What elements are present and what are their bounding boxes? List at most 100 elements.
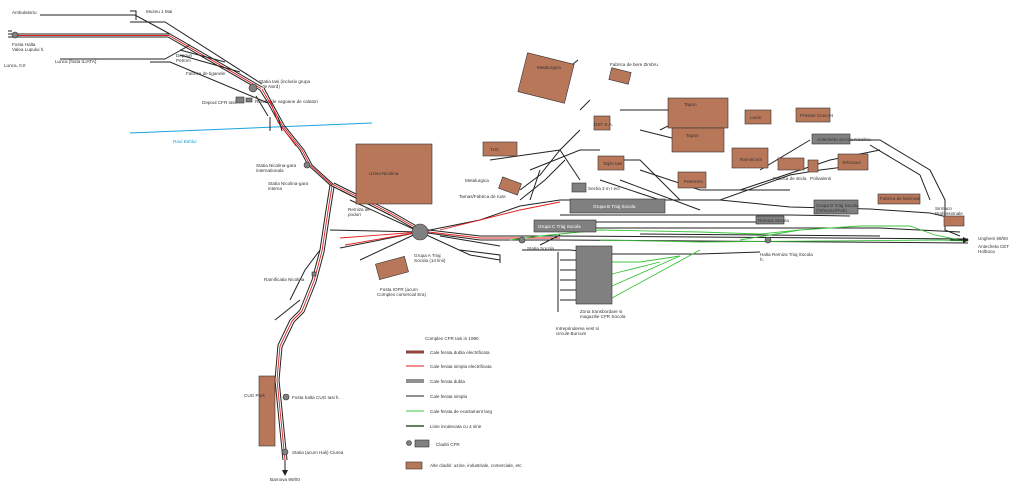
dst-building [593, 115, 611, 131]
label-barnova: Barnova 99/00 [270, 477, 300, 482]
label-ramificatia: Ramificatia Nicolina [264, 277, 305, 282]
label-grupa-d: Grupa D Triaj Socola(Tehnoact/Fab) [816, 203, 859, 213]
label-depou-cfr: Depoul CFR Iasi [202, 100, 236, 105]
fosta-cfr-building [375, 256, 409, 280]
tapis-iasi-building [597, 155, 625, 171]
cfr-transbordare [575, 245, 613, 305]
label-remiza-socola: Remiza Socola [758, 218, 789, 223]
industrial-buildings [258, 52, 965, 447]
presset-building [795, 107, 831, 123]
label-metalurgica: Metalurgica [465, 178, 489, 183]
petrorom-building [677, 171, 707, 189]
tuc-building [482, 141, 518, 157]
legend-item-single-electrified: Cale ferata simpla electrificata [406, 364, 492, 369]
legend-label: Cale ferata simpla [430, 394, 467, 399]
cfr-statia-socola [518, 236, 526, 244]
label-presset: Presset Concret [800, 113, 834, 118]
cfr-station-halta-valea [11, 31, 19, 39]
cfr-antecheta [811, 133, 851, 145]
legend-item-double-electrified: Cale ferata dubla electrificata [406, 350, 490, 355]
cfr-ramificatia [311, 271, 317, 277]
tapon-building-2 [671, 127, 725, 153]
ramnicool-building [731, 147, 769, 169]
uzina-nicolina-building [355, 143, 433, 205]
label-sectia: Sectia 3 m I ect [588, 186, 620, 191]
cfr-halta-remiza [764, 236, 772, 244]
cfr-buildings [11, 31, 859, 456]
cfr-grupa-b [569, 198, 666, 214]
sirmaco-building [943, 215, 965, 227]
legend-label: Cale ferata de ecartament larg [430, 409, 492, 414]
legend-item-single: Cale ferata simpla [406, 394, 467, 399]
fabrica-sticla-building [777, 157, 805, 171]
label-grupa-c: Grupa C Triaj Socola [538, 224, 581, 229]
label-raul-bahlui: Raul Bahlui [173, 139, 197, 144]
label-fosta-halta-cug: Fosta halta CUG Iasi h. [292, 395, 340, 400]
river-bahlui [129, 122, 373, 134]
legend-item-broad-gauge: Cale ferata de ecartament larg [406, 409, 492, 414]
legend-label: Cale ferata dubla electrificata [430, 350, 490, 355]
south-line-barnova [274, 299, 305, 476]
label-statia-mosti: Statia (acum Hali) Ciurea [292, 450, 344, 455]
tapon-building-1 [667, 97, 729, 129]
label-tuc: TUC [490, 147, 500, 152]
cfr-statia-ciurea [281, 448, 289, 456]
label-uzina-nicolina: Uzina Nicolina [369, 171, 399, 176]
cug-building [258, 375, 276, 447]
legend-item-other-buildings: Alte cladiri: uzine, industriale, comerc… [405, 461, 522, 470]
cfr-revizie [245, 97, 253, 103]
label-muzeu: Muzeu 1 Mai [146, 9, 172, 14]
legend-label: Cale ferata dubla [430, 379, 465, 384]
label-grupa-b: Grupa B Triaj Socola [593, 204, 636, 209]
label-tapis-iasi: Tapis Iasi [603, 161, 622, 166]
cfr-depou-iasi [235, 96, 245, 104]
label-fabrica-sticla: Fabrica de sticla [773, 176, 807, 181]
label-dst: DST S.A. [594, 122, 613, 127]
cfr-triaj-socola-a [411, 223, 429, 241]
label-lunca-ov: Lunca, 0.0 [4, 63, 26, 68]
label-antecheta-nicolina: Antecheta Socola Nicolina [817, 137, 871, 142]
label-tapon: Tapon [684, 102, 697, 107]
legend-label: Cale ferata simpla electrificata [430, 364, 492, 369]
legend: Complex CFR Iasi in 1990 Cale ferata dub… [405, 336, 522, 470]
legend-label: Cladiri CFR [436, 442, 460, 447]
cfr-station-iasi [248, 83, 258, 93]
legend-label: Alte cladiri: uzine, industriale, comerc… [430, 463, 522, 468]
legend-item-four-rail: Linie incalecata cu 4 sine [406, 424, 482, 429]
cfr-grupa-c [533, 219, 597, 233]
label-statia-socola: Statia Socola [527, 246, 555, 251]
cfr-sectia [571, 182, 587, 193]
cfr-grupa-d [813, 199, 859, 215]
cfr-station-nicolina [303, 161, 311, 169]
label-fabrica-tiganele: Fabrica de tiganele [186, 71, 226, 76]
label-ambulatoriu: Ambulatoriu [12, 10, 37, 15]
cfr-halta-cug [282, 393, 290, 401]
matbotolie-building [498, 176, 522, 196]
label-petrorom: Petrorom [684, 179, 703, 184]
label-polivalenti: Polivalenti [810, 176, 831, 181]
label-ramnicool: Ramnicool [740, 157, 762, 162]
label-cug: CUG Park [244, 393, 266, 398]
cfr-remiza-socola [755, 215, 785, 225]
label-tapon-2: Tapon [686, 133, 699, 138]
metalurgica-building [517, 52, 575, 104]
label-fabrica-zimbru: Fabrica de bere Zimbru [610, 62, 658, 67]
legend-title: Complex CFR Iasi in 1990 [425, 336, 479, 341]
legend-label: Linie incalecata cu 4 sine [430, 424, 482, 429]
label-ungheni: Ungheni 99/00 [978, 236, 1008, 241]
label-revizie: Revizia de vagoane de calatori [255, 99, 318, 104]
polivalenti-building [807, 159, 819, 173]
